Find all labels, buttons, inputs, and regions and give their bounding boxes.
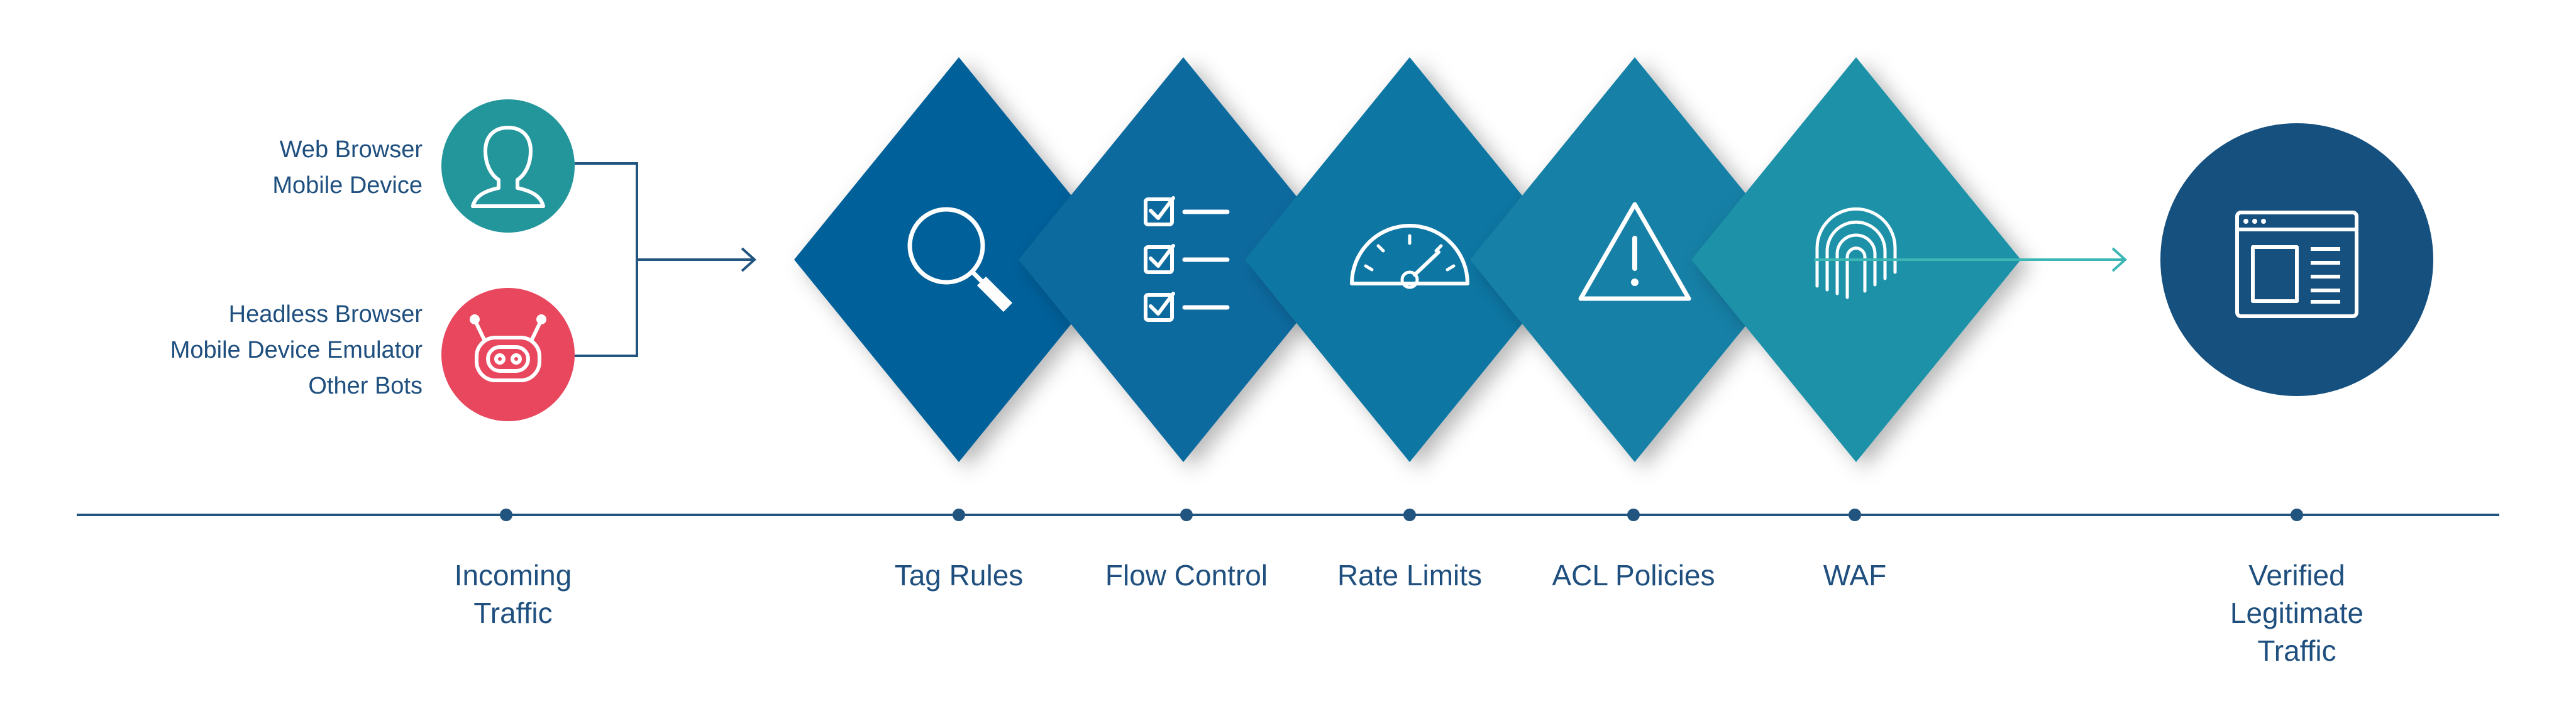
destination — [2160, 123, 2433, 396]
bot-source — [441, 288, 575, 421]
speedometer-icon — [1350, 224, 1469, 289]
robot-icon — [470, 314, 546, 382]
warning-icon — [1578, 202, 1691, 301]
output-arrow — [1814, 247, 2127, 272]
step-label-rate-limits: Rate Limits — [1337, 559, 1482, 592]
step-label-acl-policies: ACL Policies — [1552, 559, 1715, 592]
bot-source-circle — [441, 288, 575, 421]
fingerprint-icon — [1815, 207, 1897, 299]
human-source — [441, 99, 575, 233]
source-label-device-emulator: Mobile Device Emulator — [170, 337, 423, 363]
step-flow-control — [1019, 57, 1348, 462]
source-label-web-browser: Web Browser — [280, 136, 423, 163]
step-labels: Tag Rules Flow Control Rate Limits ACL Poli… — [895, 559, 1887, 592]
pipeline-diamonds — [794, 57, 2021, 462]
step-label-waf: WAF — [1823, 559, 1887, 592]
magnifier-icon — [907, 207, 1013, 312]
step-diamond-rate-limits — [1245, 57, 1574, 462]
timeline-step-dots — [953, 509, 1861, 521]
user-icon — [471, 126, 545, 208]
step-label-flow-control: Flow Control — [1105, 559, 1268, 592]
source-label-other-bots: Other Bots — [308, 373, 423, 399]
step-rate-limits — [1245, 57, 1574, 462]
step-label-tag-rules: Tag Rules — [895, 559, 1024, 592]
timeline-dot-waf — [1849, 509, 1861, 521]
timeline — [77, 509, 2499, 521]
step-acl-policies — [1470, 57, 1799, 462]
verified-label-line-3: Traffic — [2257, 634, 2336, 667]
source-label-headless-browser: Headless Browser — [229, 301, 423, 328]
step-tag-rules — [794, 57, 1124, 462]
verified-label-line-2: Legitimate — [2230, 597, 2363, 629]
timeline-dot-verified — [2291, 509, 2303, 521]
step-diamond-tag-rules — [794, 57, 1124, 462]
verified-label-line-1: Verified — [2248, 559, 2345, 592]
incoming-label-line-2: Traffic — [473, 597, 552, 629]
timeline-dot-rate-limits — [1403, 509, 1416, 521]
timeline-dot-acl-policies — [1627, 509, 1640, 521]
timeline-dot-incoming — [500, 509, 512, 521]
human-source-circle — [441, 99, 575, 233]
timeline-dot-flow-control — [1180, 509, 1193, 521]
browser-window-icon — [2235, 211, 2358, 318]
incoming-label-line-1: Incoming — [455, 559, 572, 592]
source-label-mobile-device: Mobile Device — [272, 172, 423, 199]
checklist-icon — [1144, 196, 1230, 322]
timeline-dot-tag-rules — [953, 509, 965, 521]
source-connector — [575, 162, 756, 357]
